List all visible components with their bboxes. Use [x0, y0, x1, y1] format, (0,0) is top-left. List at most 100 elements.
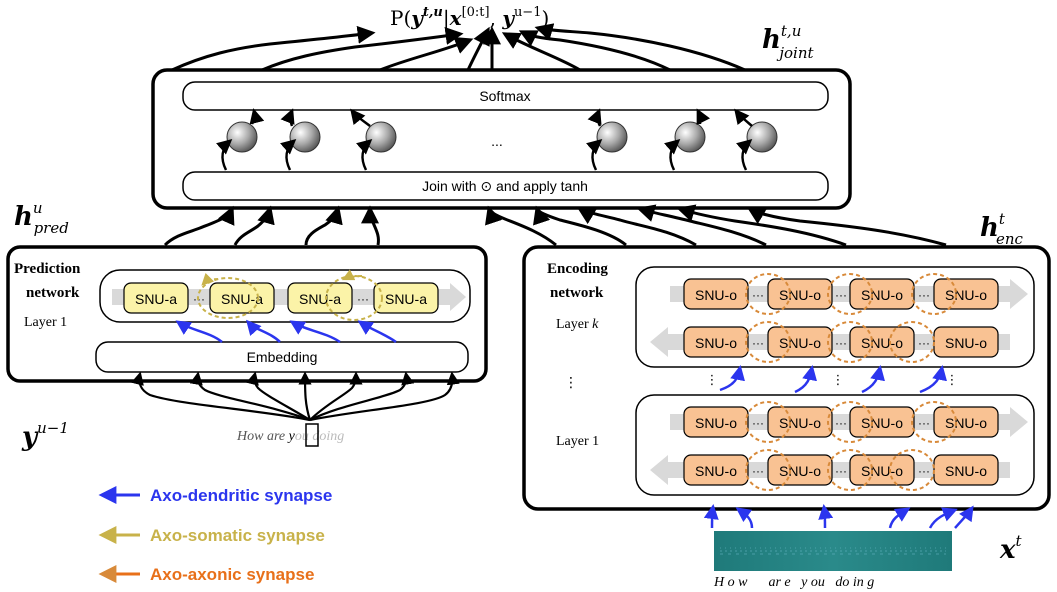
pred-axo-somatic-loops: [197, 269, 383, 321]
current-token-box: [305, 423, 319, 447]
joint-neuron: [365, 121, 397, 153]
svg-text:SNU-o: SNU-o: [861, 415, 903, 431]
encoding-layer-k-label: Layer k: [556, 317, 599, 332]
snu-o-unit: [683, 278, 749, 310]
svg-text:···: ···: [357, 292, 369, 306]
snu-a-unit: [373, 282, 439, 314]
svg-text:SNU-o: SNU-o: [779, 287, 821, 303]
snu-o-unit: [767, 326, 833, 358]
join-layer: [182, 171, 829, 201]
legend-label-axonic: Axo-axonic synapse: [150, 565, 314, 584]
svg-text:···: ···: [752, 464, 764, 478]
svg-text:⋮: ⋮: [946, 372, 959, 387]
svg-text:SNU-o: SNU-o: [779, 335, 821, 351]
svg-text:SNU-o: SNU-o: [945, 287, 987, 303]
legend-item-axonic: Axo-axonic synapse: [98, 565, 314, 584]
snu-o-unit: [683, 454, 749, 486]
svg-text:···: ···: [752, 288, 764, 302]
encoding-title-line1: Encoding: [547, 261, 608, 277]
audio-spectrogram: [714, 531, 952, 571]
encoding-layers-ellipsis: ⋮: [564, 374, 578, 390]
svg-text:⋮: ⋮: [706, 372, 719, 387]
join-label: Join with ⊙ and apply tanh: [422, 178, 588, 194]
snu-a-units: SNU-a SNU-a SNU-a SNU-a ··· ···: [123, 282, 439, 314]
legend: Axo-dendritic synapse Axo-somatic synaps…: [98, 486, 332, 584]
snu-o-unit: [849, 454, 915, 486]
snu-a-label: SNU-a: [135, 291, 177, 307]
audio-texture: [720, 547, 946, 555]
snu-o-unit: [933, 406, 999, 438]
enc-interlayer-dots: ⋮ ⋮ ⋮: [706, 372, 959, 387]
prediction-layer-label: Layer 1: [24, 315, 67, 330]
snu-o-unit: [683, 406, 749, 438]
embedding-layer: [95, 341, 469, 373]
encoding-layer-1-label: Layer 1: [556, 434, 599, 449]
snu-a-unit: [209, 282, 275, 314]
legend-label-somatic: Axo-somatic synapse: [150, 526, 325, 545]
prediction-title-line2: network: [26, 285, 80, 301]
snu-o-unit: [767, 278, 833, 310]
snu-o-unit: [933, 278, 999, 310]
svg-text:···: ···: [835, 416, 847, 430]
svg-text:···: ···: [752, 416, 764, 430]
snu-o-unit: [849, 326, 915, 358]
enc-axo-dendritic-arrows: [719, 365, 947, 394]
joint-neuron: [746, 121, 778, 153]
legend-label-dendritic: Axo-dendritic synapse: [150, 486, 332, 505]
svg-text:···: ···: [918, 288, 930, 302]
prediction-title-line1: Prediction: [14, 261, 81, 277]
svg-text:···: ···: [918, 464, 930, 478]
svg-text:SNU-o: SNU-o: [945, 335, 987, 351]
svg-text:SNU-o: SNU-o: [861, 463, 903, 479]
snu-a-label: SNU-a: [299, 291, 341, 307]
svg-text:···: ···: [835, 288, 847, 302]
audio-caption: H o w ar e y ou do in g: [713, 575, 874, 590]
pred-axo-dendritic-arrows: [175, 319, 397, 344]
enc-axo-axonic-loops: [745, 273, 957, 491]
joint-neuron: [674, 121, 706, 153]
svg-text:SNU-o: SNU-o: [861, 335, 903, 351]
svg-text:⋮: ⋮: [832, 372, 845, 387]
audio-to-encoder-arrows: [703, 504, 974, 529]
svg-text:SNU-o: SNU-o: [695, 335, 737, 351]
snu-a-unit: [123, 282, 189, 314]
svg-text:···: ···: [918, 416, 930, 430]
svg-text:SNU-o: SNU-o: [695, 287, 737, 303]
joint-neuron: [289, 121, 321, 153]
snu-o-unit: [767, 454, 833, 486]
svg-text:SNU-o: SNU-o: [779, 415, 821, 431]
svg-text:SNU-o: SNU-o: [945, 463, 987, 479]
joint-output-arrows: [171, 23, 746, 72]
svg-text:SNU-o: SNU-o: [695, 415, 737, 431]
svg-text:SNU-o: SNU-o: [945, 415, 987, 431]
softmax-layer: [182, 81, 829, 111]
snu-a-label: SNU-a: [385, 291, 427, 307]
snu-o-unit: [767, 406, 833, 438]
pred-input-text: How are you doing: [236, 429, 344, 444]
softmax-label: Softmax: [479, 88, 530, 104]
svg-text:SNU-o: SNU-o: [861, 287, 903, 303]
legend-item-somatic: Axo-somatic synapse: [98, 526, 325, 545]
encoding-title-line2: network: [550, 285, 604, 301]
joint-neuron: [596, 121, 628, 153]
snu-a-unit: [287, 282, 353, 314]
joint-ellipsis: ...: [491, 133, 503, 149]
y-input-label: yu−1: [21, 419, 69, 452]
enc-to-joint-arrows: [485, 204, 947, 247]
snu-a-label: SNU-a: [221, 291, 263, 307]
pred-to-joint-arrows: [163, 205, 380, 247]
pred-input-arrows: [131, 371, 460, 422]
legend-item-dendritic: Axo-dendritic synapse: [98, 486, 332, 505]
joint-neuron: [226, 121, 258, 153]
x-input-label: xt: [999, 532, 1023, 565]
snu-o-unit: [849, 406, 915, 438]
svg-text:SNU-o: SNU-o: [695, 463, 737, 479]
svg-text:SNU-o: SNU-o: [779, 463, 821, 479]
svg-text:···: ···: [918, 336, 930, 350]
svg-text:···: ···: [835, 464, 847, 478]
snu-o-unit: [849, 278, 915, 310]
